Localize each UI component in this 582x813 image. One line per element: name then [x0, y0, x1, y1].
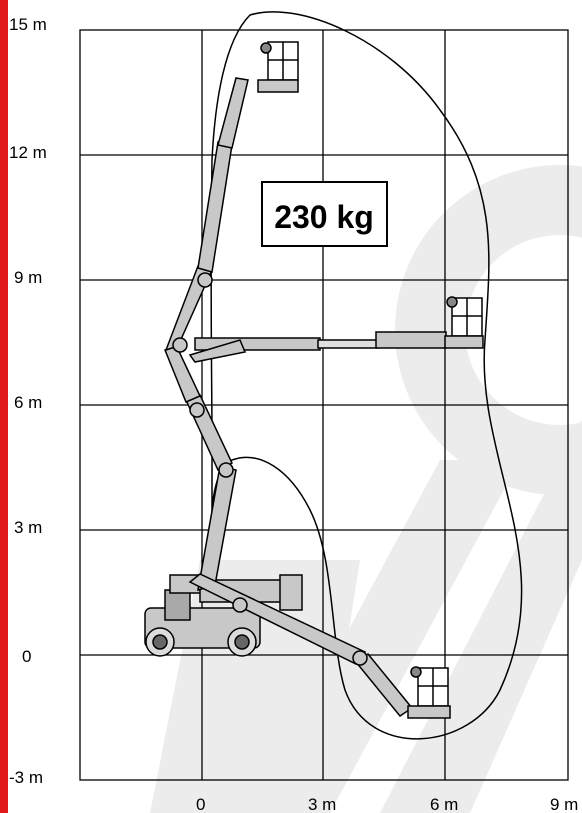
load-capacity-label: 230 kg	[274, 199, 374, 235]
y-tick-12m: 12 m	[9, 143, 47, 162]
x-axis-labels: 0 3 m 6 m 9 m	[196, 795, 578, 813]
x-tick-6m: 6 m	[430, 795, 458, 813]
left-accent-bar	[0, 0, 8, 813]
y-tick-3m: 3 m	[14, 518, 42, 537]
basket-top	[257, 41, 299, 93]
y-tick-6m: 6 m	[14, 393, 42, 412]
basket-right	[444, 296, 484, 349]
y-axis-labels: 15 m 12 m 9 m 6 m 3 m 0 -3 m	[9, 15, 47, 787]
x-tick-0: 0	[196, 795, 205, 813]
y-tick-15m: 15 m	[9, 15, 47, 34]
x-tick-9m: 9 m	[550, 795, 578, 813]
y-tick-neg3m: -3 m	[9, 768, 43, 787]
boom-max-outreach	[188, 331, 447, 363]
y-tick-0: 0	[22, 647, 31, 666]
basket-bottom	[407, 666, 451, 719]
x-tick-3m: 3 m	[308, 795, 336, 813]
y-tick-9m: 9 m	[14, 268, 42, 287]
boom-max-height	[164, 77, 249, 592]
grid	[79, 29, 569, 781]
load-capacity-box: 230 kg	[261, 181, 388, 247]
